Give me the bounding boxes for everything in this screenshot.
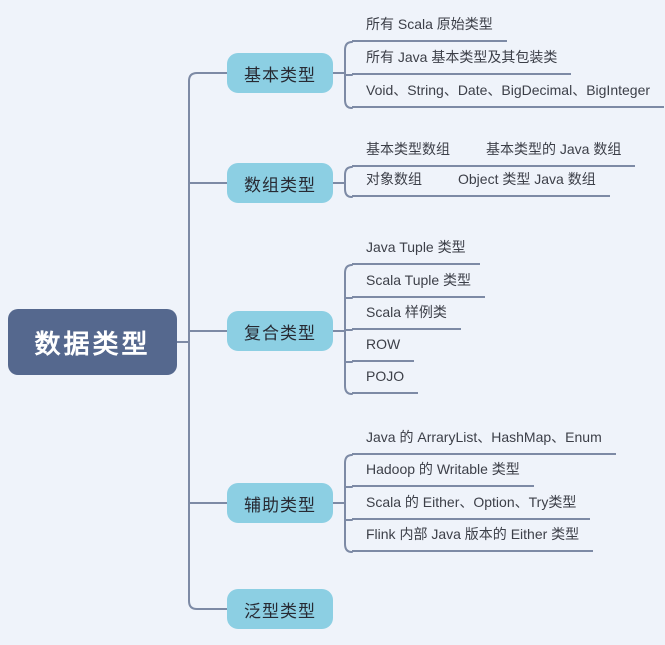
leaf-label: Scala 的 Either、Option、Try类型 (366, 494, 577, 510)
leaf-label: Hadoop 的 Writable 类型 (366, 461, 520, 477)
leaf-node[interactable]: 基本类型数组 基本类型的 Java 数组 (352, 140, 636, 167)
leaf-label: Void、String、Date、BigDecimal、BigInteger (366, 82, 651, 98)
leaf-node[interactable]: ROW (352, 335, 415, 362)
leaf-node[interactable]: Hadoop 的 Writable 类型 (352, 460, 534, 487)
branch-node-composite-types[interactable]: 复合类型 (227, 311, 333, 351)
leaf-label: ROW (366, 336, 401, 352)
root-node[interactable]: 数据类型 (8, 309, 177, 375)
branch-node-label: 基本类型 (244, 65, 316, 85)
leaf-node[interactable]: Scala 的 Either、Option、Try类型 (352, 493, 591, 520)
root-node-label: 数据类型 (34, 328, 151, 359)
branch-basic-connector (332, 41, 353, 109)
branch-node-auxiliary-types[interactable]: 辅助类型 (227, 483, 333, 523)
trunk-connector (176, 72, 228, 610)
leaf-node[interactable]: Scala Tuple 类型 (352, 271, 486, 298)
leaf-node[interactable]: Java 的 ArraryList、HashMap、Enum (352, 428, 616, 455)
leaf-node[interactable]: Flink 内部 Java 版本的 Either 类型 (352, 525, 594, 552)
leaf-node[interactable]: Java Tuple 类型 (352, 238, 480, 265)
leaf-node[interactable]: POJO (352, 367, 419, 394)
branch-auxiliary-connector (332, 454, 353, 553)
branch-node-array-types[interactable]: 数组类型 (227, 163, 333, 203)
branch-node-label: 数组类型 (244, 175, 316, 195)
leaf-label: 所有 Scala 原始类型 (366, 16, 493, 32)
branch-node-label: 泛型类型 (244, 601, 316, 621)
branch-node-label: 辅助类型 (244, 495, 316, 515)
leaf-label: Java 的 ArraryList、HashMap、Enum (366, 429, 602, 445)
leaf-label: 所有 Java 基本类型及其包装类 (366, 49, 558, 65)
leaf-note: 基本类型的 Java 数组 (486, 141, 622, 157)
leaf-label: 基本类型数组 (366, 141, 450, 157)
branch-node-basic-types[interactable]: 基本类型 (227, 53, 333, 93)
leaf-label: 对象数组 (366, 171, 422, 187)
leaf-label: Scala 样例类 (366, 304, 447, 320)
branch-composite-connector (332, 264, 353, 395)
leaf-label: Flink 内部 Java 版本的 Either 类型 (366, 526, 580, 542)
leaf-node[interactable]: 所有 Scala 原始类型 (352, 15, 507, 42)
leaf-note: Object 类型 Java 数组 (458, 171, 596, 187)
leaf-node[interactable]: Void、String、Date、BigDecimal、BigInteger (352, 81, 665, 108)
branch-node-generic-types[interactable]: 泛型类型 (227, 589, 333, 629)
leaf-node[interactable]: 所有 Java 基本类型及其包装类 (352, 48, 572, 75)
leaf-label: Java Tuple 类型 (366, 239, 466, 255)
leaf-node[interactable]: 对象数组 Object 类型 Java 数组 (352, 170, 610, 197)
leaf-label: POJO (366, 368, 405, 384)
leaf-label: Scala Tuple 类型 (366, 272, 472, 288)
branch-array-connector (332, 166, 353, 198)
leaf-node[interactable]: Scala 样例类 (352, 303, 461, 330)
branch-node-label: 复合类型 (244, 323, 316, 343)
